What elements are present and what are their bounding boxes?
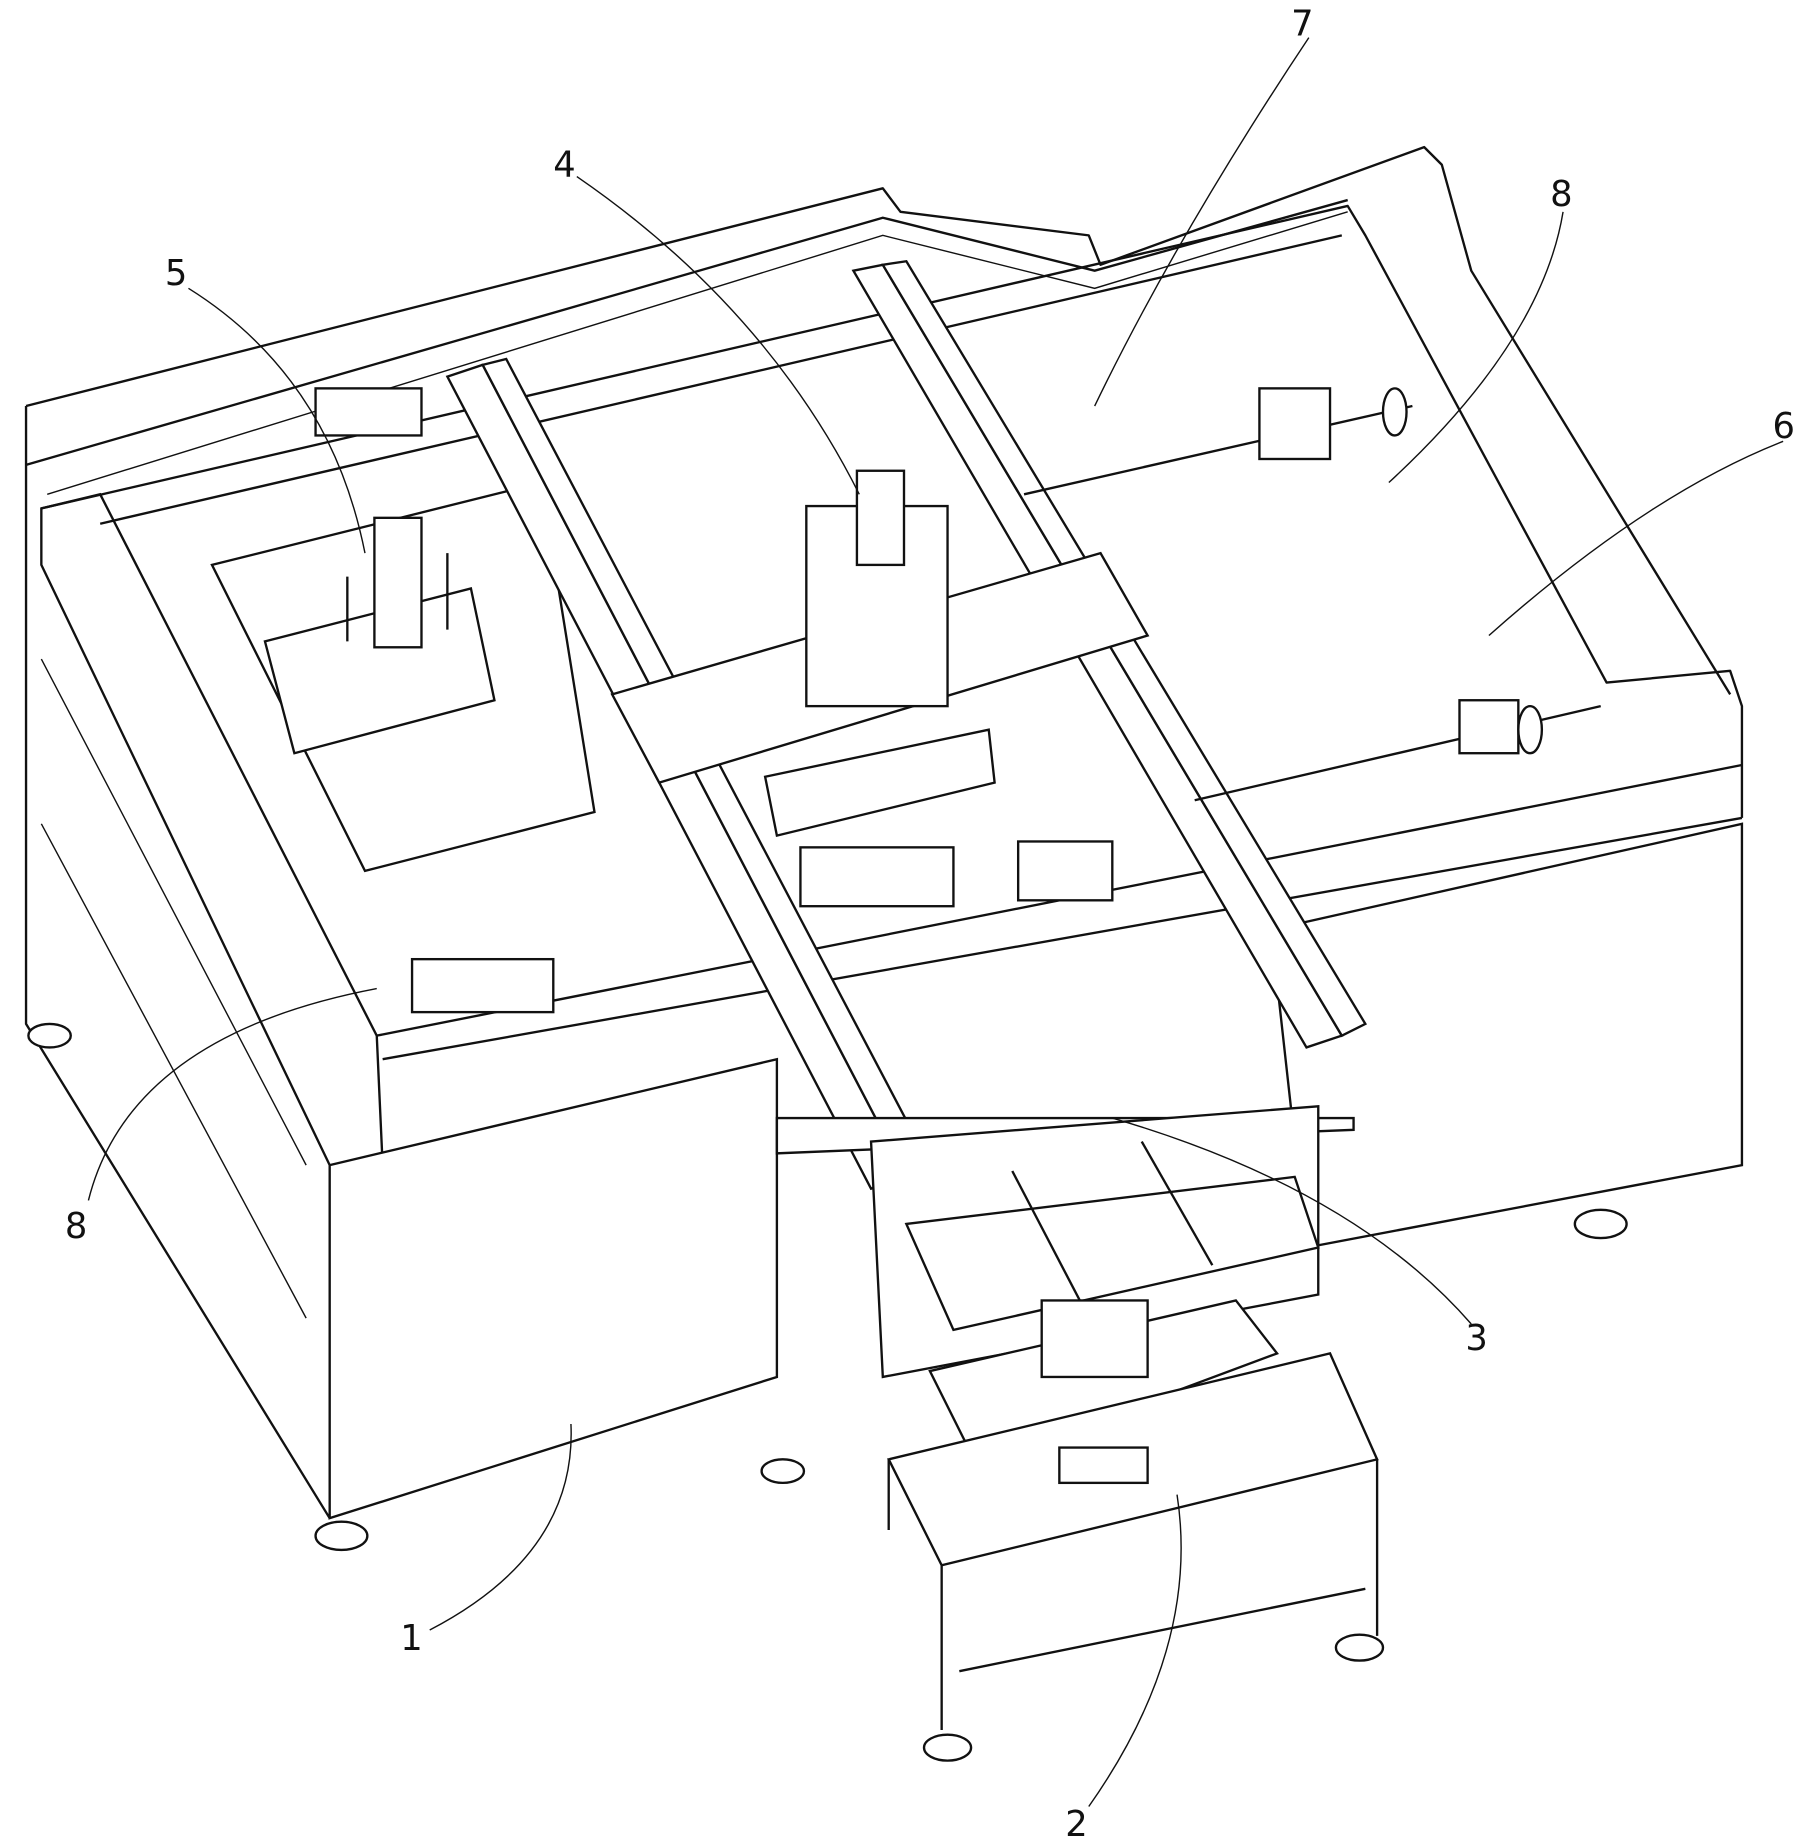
- leader-4: [577, 177, 859, 495]
- label-3: 3: [1465, 1318, 1487, 1359]
- leader-2: [1089, 1495, 1181, 1807]
- label-8-left: 8: [65, 1206, 87, 1247]
- label-7: 7: [1291, 3, 1313, 44]
- label-1: 1: [400, 1618, 422, 1659]
- label-8-right: 8: [1550, 174, 1572, 215]
- label-6: 6: [1773, 406, 1795, 447]
- front-station: [777, 1106, 1383, 1760]
- label-4: 4: [553, 145, 575, 186]
- label-2: 2: [1065, 1804, 1087, 1843]
- label-5: 5: [165, 253, 187, 294]
